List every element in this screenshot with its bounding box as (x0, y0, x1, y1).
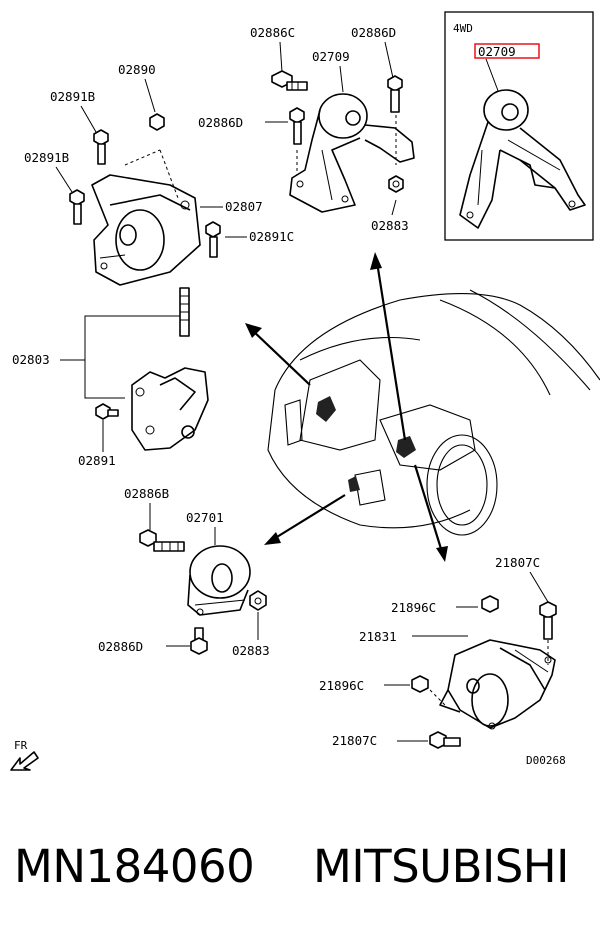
label-02803[interactable]: 02803 (12, 352, 50, 367)
bolt-02891 (95, 403, 119, 420)
label-02883-bottom[interactable]: 02883 (232, 643, 270, 658)
bolt-02886D-top (387, 75, 403, 113)
pointer-arrows (245, 252, 448, 562)
bolt-02891B-a (93, 129, 109, 165)
mount-21831 (429, 639, 556, 730)
label-02891C[interactable]: 02891C (249, 229, 294, 244)
inset-4wd-box: 4WD 02709 (444, 11, 594, 241)
highlight-mount-left (316, 396, 416, 492)
bolt-02886D-bottom (190, 627, 208, 655)
label-21807C-a[interactable]: 21807C (495, 555, 540, 570)
left-mount-group: 02890 02891B 02891B 02807 02891C (24, 62, 294, 337)
highlight-box (474, 43, 540, 59)
bolt-21807C-a (539, 601, 557, 640)
drawing-code: D00268 (526, 754, 566, 767)
label-02890[interactable]: 02890 (118, 62, 156, 77)
label-21896C-b[interactable]: 21896C (319, 678, 364, 693)
label-21807C-b[interactable]: 21807C (332, 733, 377, 748)
bracket-02803 (131, 367, 209, 451)
label-02891B-a[interactable]: 02891B (50, 89, 95, 104)
label-02886D-left[interactable]: 02886D (198, 115, 243, 130)
part-number: MN184060 (14, 840, 255, 893)
label-21896C-a[interactable]: 21896C (391, 600, 436, 615)
bolt-02891B-b (69, 189, 85, 225)
label-fr: FR (14, 739, 28, 752)
engine-mount-exploded-diagram: 4WD 02709 02886C 02886D 02709 02886D 028… (10, 11, 600, 771)
stud-02803 (179, 287, 190, 337)
label-02709-inset[interactable]: 02709 (478, 44, 516, 59)
bolt-02890 (149, 113, 165, 131)
bracket-02803-group: 02803 02891 (12, 315, 209, 468)
front-direction-indicator: FR (10, 739, 39, 771)
bolt-02891C (205, 221, 221, 258)
mount-02701 (187, 545, 251, 616)
label-02883-top[interactable]: 02883 (371, 218, 409, 233)
label-02701[interactable]: 02701 (186, 510, 224, 525)
bolt-02886B (139, 529, 185, 552)
nut-02883-top (388, 175, 404, 193)
label-02886D-top[interactable]: 02886D (351, 25, 396, 40)
label-02891B-b[interactable]: 02891B (24, 150, 69, 165)
label-21831[interactable]: 21831 (359, 629, 397, 644)
bolt-02886C-top (271, 70, 308, 91)
brand-name: MITSUBISHI (313, 840, 569, 893)
nut-02883-bottom (249, 590, 267, 611)
bolt-02886D-left (289, 107, 305, 145)
label-02886C-top[interactable]: 02886C (250, 25, 295, 40)
vehicle-engine-bay (267, 289, 600, 536)
mount-02807 (91, 149, 201, 286)
front-mount-group: 02886B 02701 02886D 02883 (98, 486, 270, 658)
nut-21896C-b (411, 675, 429, 693)
label-02807[interactable]: 02807 (225, 199, 263, 214)
label-02891[interactable]: 02891 (78, 453, 116, 468)
label-4wd: 4WD (453, 22, 473, 35)
nut-21896C-a (481, 595, 499, 613)
label-02886D-bottom[interactable]: 02886D (98, 639, 143, 654)
bolt-21807C-b (429, 731, 461, 749)
bracket-02709 (289, 93, 415, 213)
rear-mount-group: 21807C 21896C 21831 21896C 21807C (319, 555, 557, 749)
label-02709-top[interactable]: 02709 (312, 49, 350, 64)
part-footer: MN184060 MITSUBISHI (0, 830, 600, 920)
label-02886B[interactable]: 02886B (124, 486, 169, 501)
top-mount-group: 02886C 02886D 02709 02886D 02883 (198, 25, 415, 233)
inset-mount-bracket (459, 89, 586, 229)
